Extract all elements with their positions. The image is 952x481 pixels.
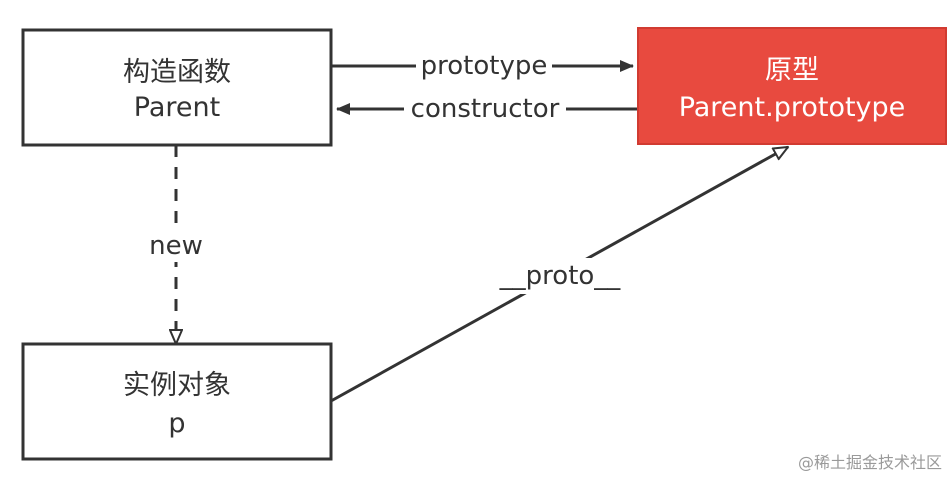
prototype-label-bg — [416, 49, 552, 83]
proto-label-bg — [490, 258, 630, 294]
prototype-name: Parent.prototype — [679, 92, 906, 123]
instance-box — [21, 342, 333, 461]
constructor-title: 构造函数 — [123, 57, 231, 88]
watermark: @稀土掘金技术社区 — [793, 447, 946, 475]
new-label: new — [149, 231, 203, 261]
instance-node: 实例对象 p — [21, 342, 333, 461]
constructor-label: constructor — [411, 94, 560, 124]
new-label-bg — [144, 228, 208, 262]
instance-name: p — [168, 408, 185, 439]
constructor-node: 构造函数 Parent — [21, 28, 333, 147]
prototype-node: 原型 Parent.prototype — [637, 27, 947, 145]
prototype-box — [637, 27, 947, 145]
instance-title: 实例对象 — [123, 370, 231, 401]
constructor-box — [21, 28, 333, 147]
constructor-label-bg — [404, 92, 566, 126]
proto-label: __proto__ — [499, 261, 622, 291]
prototype-title: 原型 — [765, 55, 819, 86]
prototype-label: prototype — [421, 51, 548, 81]
constructor-name: Parent — [134, 92, 220, 123]
